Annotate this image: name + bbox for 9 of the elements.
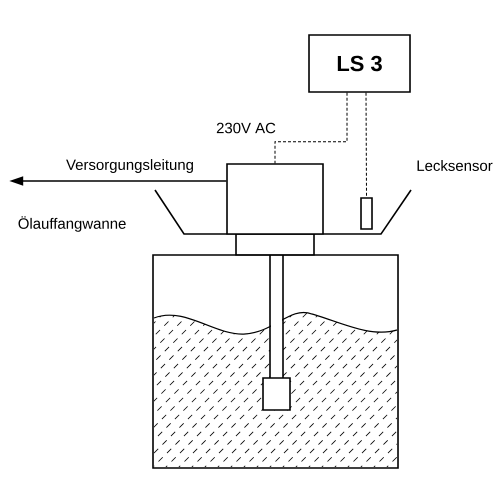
- node-caption: Lecksensor: [418, 160, 492, 171]
- edge-label: 230V AC: [216, 122, 276, 134]
- part-label: Ölauffangwanne: [18, 216, 126, 232]
- dashed-line: [274, 92, 348, 164]
- controller-box: LS 3: [308, 34, 411, 93]
- pump-box: [226, 163, 324, 235]
- dashed-line: [366, 92, 367, 198]
- sensor: [360, 197, 373, 230]
- edge-label: Versorgungsleitung: [66, 159, 193, 173]
